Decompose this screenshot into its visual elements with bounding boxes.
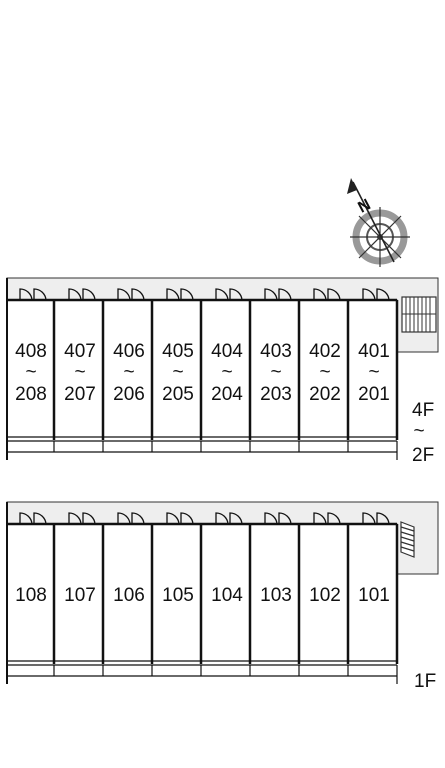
unit-404: 404 ~ 204 [211, 341, 243, 405]
unit-104: 104 [211, 585, 243, 606]
unit-number-top: 402 [309, 341, 341, 362]
floor-label-1f: 1F [414, 671, 436, 692]
unit-number-bottom: 204 [211, 384, 243, 405]
unit-range-sep: ~ [368, 362, 379, 383]
floor-label-bottom: 2F [412, 445, 434, 466]
unit-number-top: 408 [15, 341, 47, 362]
unit-103: 103 [260, 585, 292, 606]
unit-101: 101 [358, 585, 390, 606]
unit-405: 405 ~ 205 [162, 341, 194, 405]
door-icons [19, 512, 390, 525]
unit-105: 105 [162, 585, 194, 606]
unit-407: 407 ~ 207 [64, 341, 96, 405]
unit-102: 102 [309, 585, 341, 606]
unit-number-top: 401 [358, 341, 390, 362]
unit-403: 403 ~ 203 [260, 341, 292, 405]
unit-number-bottom: 205 [162, 384, 194, 405]
unit-number-bottom: 206 [113, 384, 145, 405]
unit-108: 108 [15, 585, 47, 606]
unit-number-top: 405 [162, 341, 194, 362]
unit-number-bottom: 207 [64, 384, 96, 405]
unit-406: 406 ~ 206 [113, 341, 145, 405]
unit-408: 408 ~ 208 [15, 341, 47, 405]
floor-range-sep: ~ [413, 421, 424, 442]
lower-block: 108 107 106 105 104 103 102 101 1F [6, 501, 439, 692]
unit-number-top: 404 [211, 341, 243, 362]
unit-number-top: 406 [113, 341, 145, 362]
unit-107: 107 [64, 585, 96, 606]
unit-number-top: 407 [64, 341, 96, 362]
door-icons [19, 288, 390, 301]
unit-number-bottom: 203 [260, 384, 292, 405]
north-arrow-icon [347, 178, 357, 194]
unit-106: 106 [113, 585, 145, 606]
unit-range-sep: ~ [25, 362, 36, 383]
stair-icon [401, 296, 437, 333]
unit-number-bottom: 208 [15, 384, 47, 405]
unit-range-sep: ~ [74, 362, 85, 383]
unit-402: 402 ~ 202 [309, 341, 341, 405]
unit-number-bottom: 201 [358, 384, 390, 405]
floor-label-top: 4F [412, 400, 434, 421]
unit-range-sep: ~ [123, 362, 134, 383]
unit-range-sep: ~ [270, 362, 281, 383]
unit-range-sep: ~ [221, 362, 232, 383]
compass: N [347, 178, 410, 267]
upper-block: 408 ~ 208 407 ~ 207 406 ~ 206 405 ~ 205 … [6, 277, 439, 466]
unit-number-top: 403 [260, 341, 292, 362]
unit-401: 401 ~ 201 [358, 341, 390, 405]
unit-range-sep: ~ [172, 362, 183, 383]
unit-range-sep: ~ [319, 362, 330, 383]
stair-icon [400, 521, 415, 558]
unit-number-bottom: 202 [309, 384, 341, 405]
